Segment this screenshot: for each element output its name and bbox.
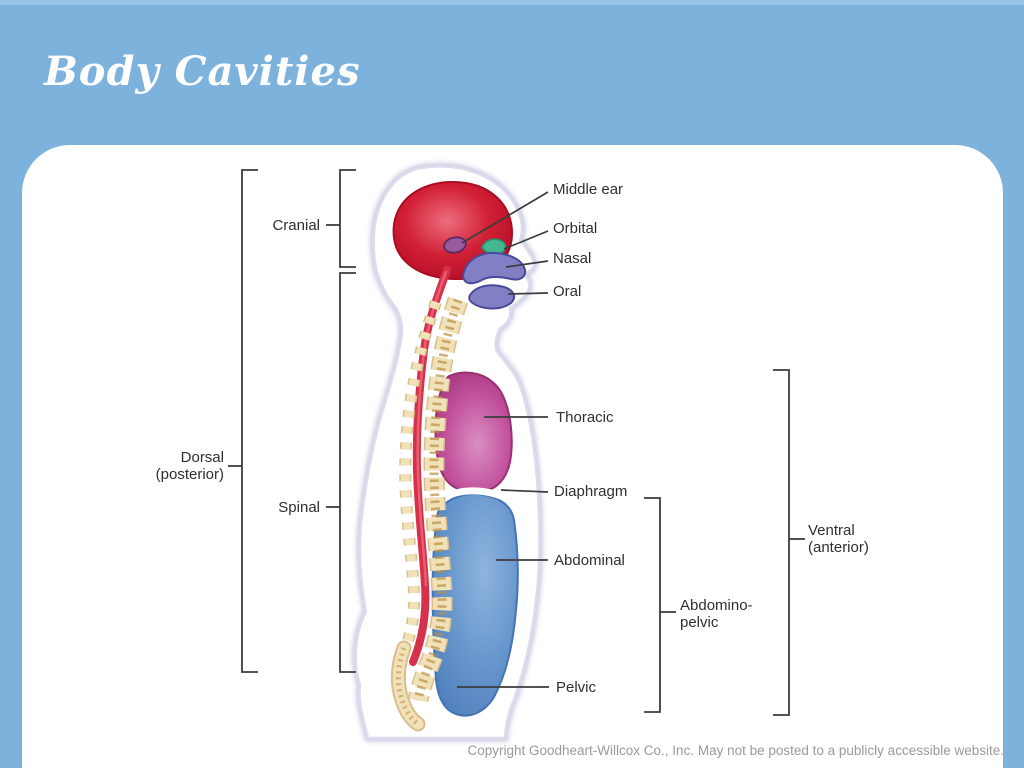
vertebral-column bbox=[390, 296, 468, 732]
label-abdominopelvic-line2: pelvic bbox=[680, 614, 719, 631]
label-diaphragm: Diaphragm bbox=[554, 483, 628, 500]
leader-line-diaphragm bbox=[500, 489, 549, 493]
middle-ear-shape bbox=[443, 236, 467, 254]
label-cranial: Cranial bbox=[272, 217, 320, 234]
leader-line-orbital bbox=[503, 230, 549, 250]
leader-line-middle-ear bbox=[461, 191, 549, 244]
slide-top-highlight bbox=[0, 0, 1024, 5]
label-nasal: Nasal bbox=[553, 250, 592, 267]
label-oral: Oral bbox=[553, 283, 582, 300]
label-dorsal-line2: (posterior) bbox=[155, 466, 224, 483]
label-abdominopelvic: Abdomino- pelvic bbox=[680, 597, 753, 631]
orbital-cavity-shape bbox=[481, 238, 507, 255]
page-title: Body Cavities bbox=[44, 48, 361, 95]
leader-line-oral bbox=[507, 292, 549, 295]
abdominopelvic-bracket bbox=[644, 497, 661, 713]
spinal-cord bbox=[409, 266, 451, 666]
label-middle-ear: Middle ear bbox=[553, 181, 624, 198]
copyright-notice: Copyright Goodheart-Willcox Co., Inc. Ma… bbox=[467, 743, 1004, 758]
leader-line-nasal bbox=[505, 260, 549, 268]
label-spinal: Spinal bbox=[278, 499, 320, 516]
label-ventral-line2: (anterior) bbox=[808, 539, 869, 556]
label-pelvic: Pelvic bbox=[556, 679, 597, 696]
label-dorsal: Dorsal (posterior) bbox=[156, 449, 224, 483]
label-abdominal: Abdominal bbox=[554, 552, 625, 569]
label-orbital: Orbital bbox=[553, 220, 598, 237]
ventral-bracket bbox=[773, 369, 790, 716]
brackets bbox=[228, 169, 805, 716]
label-abdominopelvic-line1: Abdomino- bbox=[680, 597, 753, 614]
leader-lines bbox=[457, 191, 549, 688]
dorsal-bracket bbox=[241, 169, 258, 673]
nasal-cavity-shape bbox=[461, 251, 527, 285]
cranial-bracket bbox=[339, 169, 356, 268]
label-ventral: Ventral (anterior) bbox=[808, 522, 869, 556]
spinal-bracket bbox=[339, 272, 356, 673]
label-thoracic: Thoracic bbox=[556, 409, 614, 426]
oral-cavity-shape bbox=[468, 284, 516, 310]
label-dorsal-line1: Dorsal bbox=[180, 449, 224, 466]
label-ventral-line1: Ventral bbox=[808, 522, 855, 539]
